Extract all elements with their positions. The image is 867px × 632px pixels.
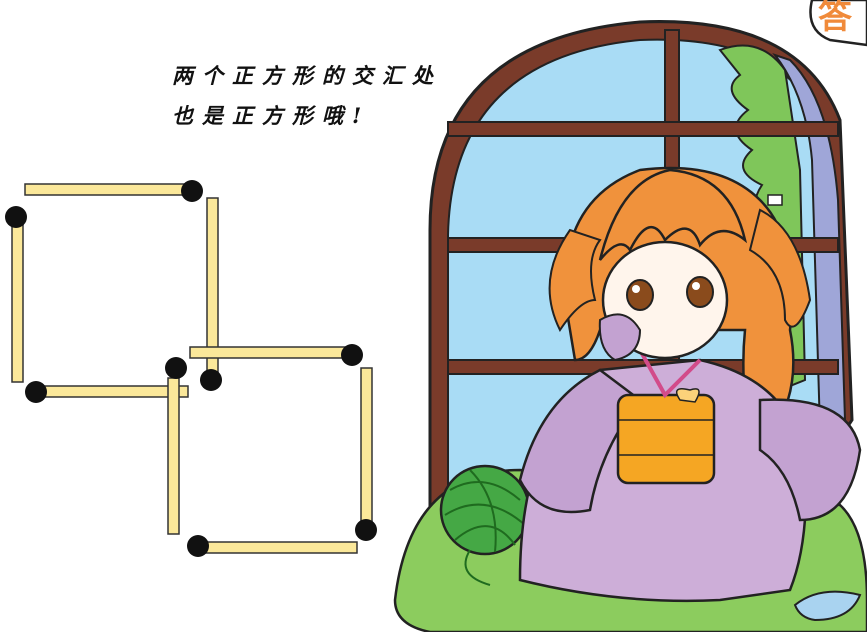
speech-bubble [809, 0, 867, 47]
match-head [200, 369, 222, 391]
match-stick [189, 346, 353, 359]
match-head [5, 206, 27, 228]
kimono-girl [518, 166, 862, 603]
match-stick [24, 183, 194, 196]
matchstick-puzzle [5, 180, 377, 557]
leaf-icon [793, 590, 862, 622]
match-head [341, 344, 363, 366]
match-stick [11, 221, 24, 383]
match-head [187, 535, 209, 557]
match-stick [360, 367, 373, 529]
match-stick [37, 385, 189, 398]
caption-line-2: 也是正方形哦! [172, 103, 371, 128]
match-stick [167, 377, 180, 535]
match-stick [204, 541, 358, 554]
match-head [165, 357, 187, 379]
caption: 两个正方形的交汇处 也是正方形哦! [172, 56, 442, 136]
match-head [25, 381, 47, 403]
match-head [181, 180, 203, 202]
match-head [355, 519, 377, 541]
caption-line-1: 两个正方形的交汇处 [172, 63, 442, 88]
bubble-text: 答 [818, 0, 852, 37]
obi-sash [616, 393, 716, 485]
